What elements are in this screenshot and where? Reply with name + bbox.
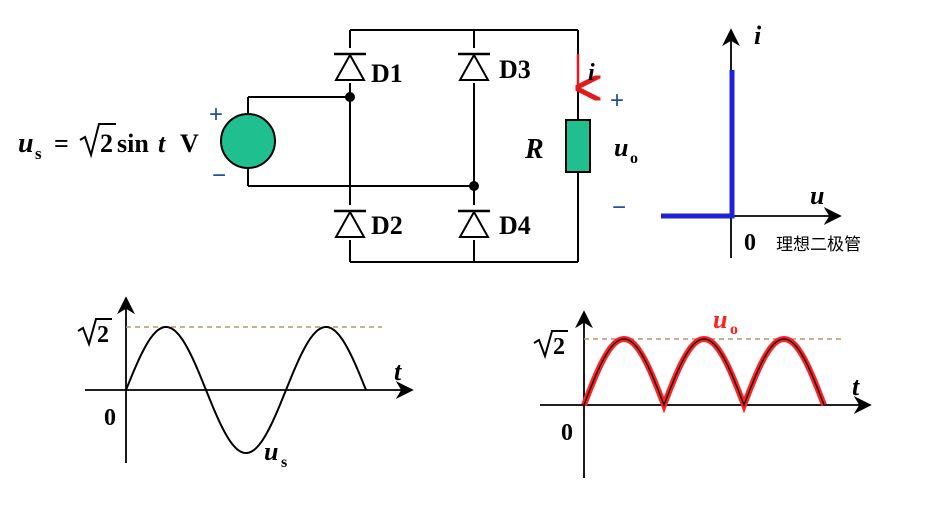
- iv-plot: i u 0 理想二极管: [661, 21, 861, 258]
- output-plus: +: [610, 87, 624, 114]
- source-plus: +: [209, 101, 223, 128]
- input-peak-label: 2: [97, 322, 109, 348]
- iv-y-label: i: [754, 21, 762, 50]
- source-eq-unit: V: [180, 129, 199, 158]
- source-eq-sin: sin: [117, 129, 149, 158]
- sqrt-symbol: [533, 330, 568, 360]
- label-d1: D1: [371, 59, 403, 88]
- input-curve-sub: s: [281, 454, 287, 471]
- source-eq-equals: =: [54, 129, 69, 158]
- resistor-label: R: [524, 134, 544, 165]
- output-peak-label: 2: [553, 334, 565, 360]
- output-label: u: [614, 133, 628, 162]
- source-eq-lhs: u: [18, 128, 34, 159]
- sqrt-symbol: [79, 123, 116, 159]
- input-t-label: t: [394, 357, 402, 386]
- diode-d1: [334, 48, 366, 83]
- diode-d4: [458, 205, 490, 240]
- output-origin: 0: [561, 420, 573, 446]
- output-sub: o: [630, 150, 638, 167]
- diode-d3: [458, 48, 490, 83]
- label-d4: D4: [499, 211, 531, 240]
- input-sine-curve: [125, 326, 367, 454]
- label-d3: D3: [499, 55, 531, 84]
- output-minus: −: [612, 194, 626, 221]
- output-plot: 2 0 t u o: [533, 305, 872, 478]
- source-eq-sub: s: [35, 144, 42, 163]
- current-label: i: [588, 60, 595, 86]
- output-rectified-curve-outline: [583, 338, 825, 407]
- voltage-source: [220, 113, 276, 169]
- output-curve-label: u: [713, 305, 727, 334]
- junction-dot: [345, 92, 355, 102]
- source-eq-var: t: [158, 129, 166, 158]
- output-t-label: t: [852, 372, 860, 401]
- source-eq-sqrt-value: 2: [100, 129, 113, 158]
- output-curve-sub: o: [730, 321, 738, 338]
- input-plot: 2 0 t u s: [77, 296, 414, 471]
- iv-caption: 理想二极管: [776, 235, 861, 254]
- iv-characteristic-line: [661, 70, 735, 219]
- diode-d2: [334, 205, 366, 240]
- label-d2: D2: [371, 211, 403, 240]
- input-curve-label: u: [264, 437, 278, 466]
- sqrt-symbol: [77, 318, 112, 348]
- resistor: [565, 119, 591, 173]
- junction-dot: [469, 181, 479, 191]
- input-origin: 0: [104, 405, 116, 431]
- output-rectified-curve: [581, 335, 827, 414]
- iv-origin: 0: [744, 230, 756, 256]
- iv-x-label: u: [810, 181, 824, 210]
- source-minus: −: [212, 162, 226, 189]
